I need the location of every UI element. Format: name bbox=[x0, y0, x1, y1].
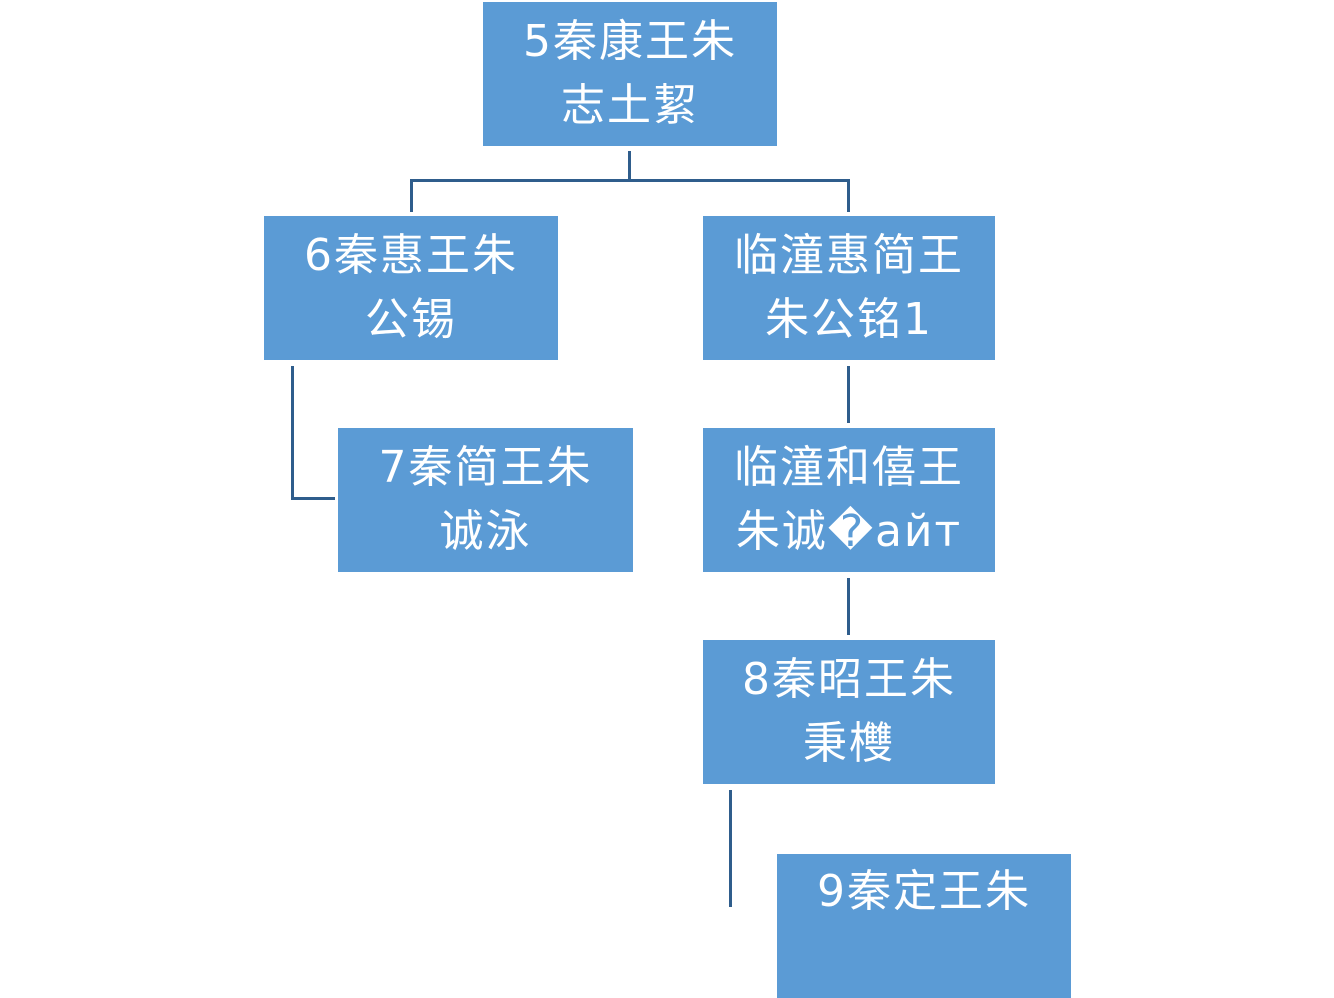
connector bbox=[291, 497, 335, 500]
node-label-line2: 朱诚�айт bbox=[735, 506, 963, 557]
node-qin-jian-wang: 7秦简王朱 诚泳 bbox=[338, 428, 633, 572]
node-qin-zhao-wang: 8秦昭王朱 秉欆 bbox=[703, 640, 995, 784]
node-label-line1: 临潼和僖王 bbox=[734, 442, 964, 493]
connector bbox=[410, 179, 413, 212]
connector bbox=[847, 366, 850, 423]
connector bbox=[291, 366, 294, 500]
node-label-line2: 诚泳 bbox=[439, 506, 532, 557]
connector bbox=[847, 179, 850, 212]
node-label-line1: 8秦昭王朱 bbox=[742, 654, 956, 705]
connector bbox=[410, 179, 850, 182]
node-label-line1: 7秦简王朱 bbox=[378, 442, 593, 493]
node-label-line2: 秉欆 bbox=[803, 718, 895, 769]
node-qin-kang-wang: 5秦康王朱 志土絜 bbox=[483, 2, 777, 146]
node-qin-ding-wang: 9秦定王朱 bbox=[777, 854, 1071, 998]
node-label-line1: 6秦惠王朱 bbox=[304, 230, 518, 281]
node-label-line2: 朱公铭1 bbox=[765, 294, 933, 345]
connector bbox=[847, 578, 850, 635]
node-lintong-huijian-wang: 临潼惠简王 朱公铭1 bbox=[703, 216, 995, 360]
connector bbox=[628, 151, 631, 182]
node-lintong-hexi-wang: 临潼和僖王 朱诚�айт bbox=[703, 428, 995, 572]
node-label-line1: 5秦康王朱 bbox=[523, 16, 737, 67]
connector bbox=[729, 790, 732, 907]
node-label-line1: 临潼惠简王 bbox=[734, 230, 964, 281]
node-qin-hui-wang: 6秦惠王朱 公锡 bbox=[264, 216, 558, 360]
node-label-line2: 志土絜 bbox=[561, 80, 699, 131]
node-label-line1: 9秦定王朱 bbox=[817, 866, 1031, 917]
node-label-line2: 公锡 bbox=[365, 294, 457, 345]
